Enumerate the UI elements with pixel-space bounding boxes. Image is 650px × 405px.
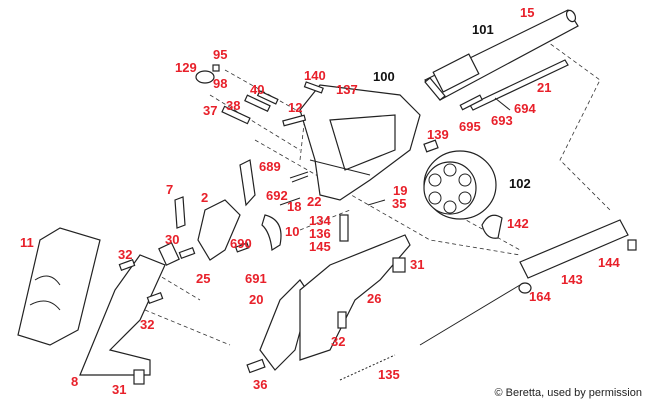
part-label-693: 693: [491, 113, 513, 128]
part-label-695: 695: [459, 119, 481, 134]
grip-panel: [17, 227, 101, 346]
ejector-housing: [519, 219, 637, 279]
part-label-691: 691: [245, 271, 267, 286]
part-label-37: 37: [203, 103, 218, 118]
part-label-35: 35: [392, 196, 407, 211]
part-label-101: 101: [472, 22, 494, 37]
part-label-25: 25: [196, 271, 211, 286]
hammer: [197, 199, 241, 261]
part-label-164: 164: [529, 289, 551, 304]
part-label-689: 689: [259, 159, 281, 174]
part-label-135: 135: [378, 367, 400, 382]
part-label-694: 694: [514, 101, 536, 116]
part-label-32-middle: 32: [140, 317, 155, 332]
part-label-32-lower: 32: [331, 334, 346, 349]
part-label-31-right: 31: [410, 257, 425, 272]
cylinder-pin: [423, 139, 439, 153]
part-label-31-bottom: 31: [112, 382, 127, 397]
part-label-102: 102: [509, 176, 531, 191]
part-label-30: 30: [165, 232, 180, 247]
part-label-26: 26: [367, 291, 382, 306]
part-label-692: 692: [266, 188, 288, 203]
screws: [118, 64, 532, 385]
part-label-8: 8: [71, 374, 79, 389]
part-label-142: 142: [507, 216, 529, 231]
part-label-36: 36: [253, 377, 268, 392]
part-label-2: 2: [201, 190, 209, 205]
frame: [299, 84, 421, 201]
part-label-20: 20: [249, 292, 264, 307]
part-label-140: 140: [304, 68, 326, 83]
part-label-10: 10: [285, 224, 300, 239]
hand: [174, 196, 186, 229]
cylinder: [423, 150, 497, 220]
part-label-134: 134: [309, 213, 331, 228]
trigger-guard: [299, 234, 411, 361]
part-label-22: 22: [307, 194, 322, 209]
part-label-7: 7: [166, 182, 174, 197]
part-label-15: 15: [520, 5, 535, 20]
part-label-18: 18: [287, 199, 302, 214]
barrel: [424, 9, 579, 101]
part-label-129: 129: [175, 60, 197, 75]
part-label-137: 137: [336, 82, 358, 97]
part-label-19: 19: [393, 183, 408, 198]
part-label-95: 95: [213, 47, 228, 62]
part-label-144: 144: [598, 255, 620, 270]
base-pin-spring: [339, 284, 521, 381]
part-label-143: 143: [561, 272, 583, 287]
ejector-rod: [469, 59, 569, 111]
copyright-credit: © Beretta, used by permission: [494, 387, 642, 399]
part-label-40: 40: [250, 82, 265, 97]
mainspring: [239, 159, 256, 207]
part-label-98: 98: [213, 76, 228, 91]
backstrap: [79, 254, 166, 376]
part-label-11: 11: [20, 235, 34, 250]
trigger: [261, 214, 282, 252]
part-label-100: 100: [373, 69, 395, 84]
part-label-139: 139: [427, 127, 449, 142]
part-label-136: 136: [309, 226, 331, 241]
part-label-12: 12: [288, 100, 303, 115]
part-label-38: 38: [226, 98, 241, 113]
loading-gate: [481, 214, 503, 239]
part-label-690: 690: [230, 236, 252, 251]
part-label-145: 145: [309, 239, 331, 254]
part-label-21: 21: [537, 80, 552, 95]
part-label-32-upper: 32: [118, 247, 133, 262]
